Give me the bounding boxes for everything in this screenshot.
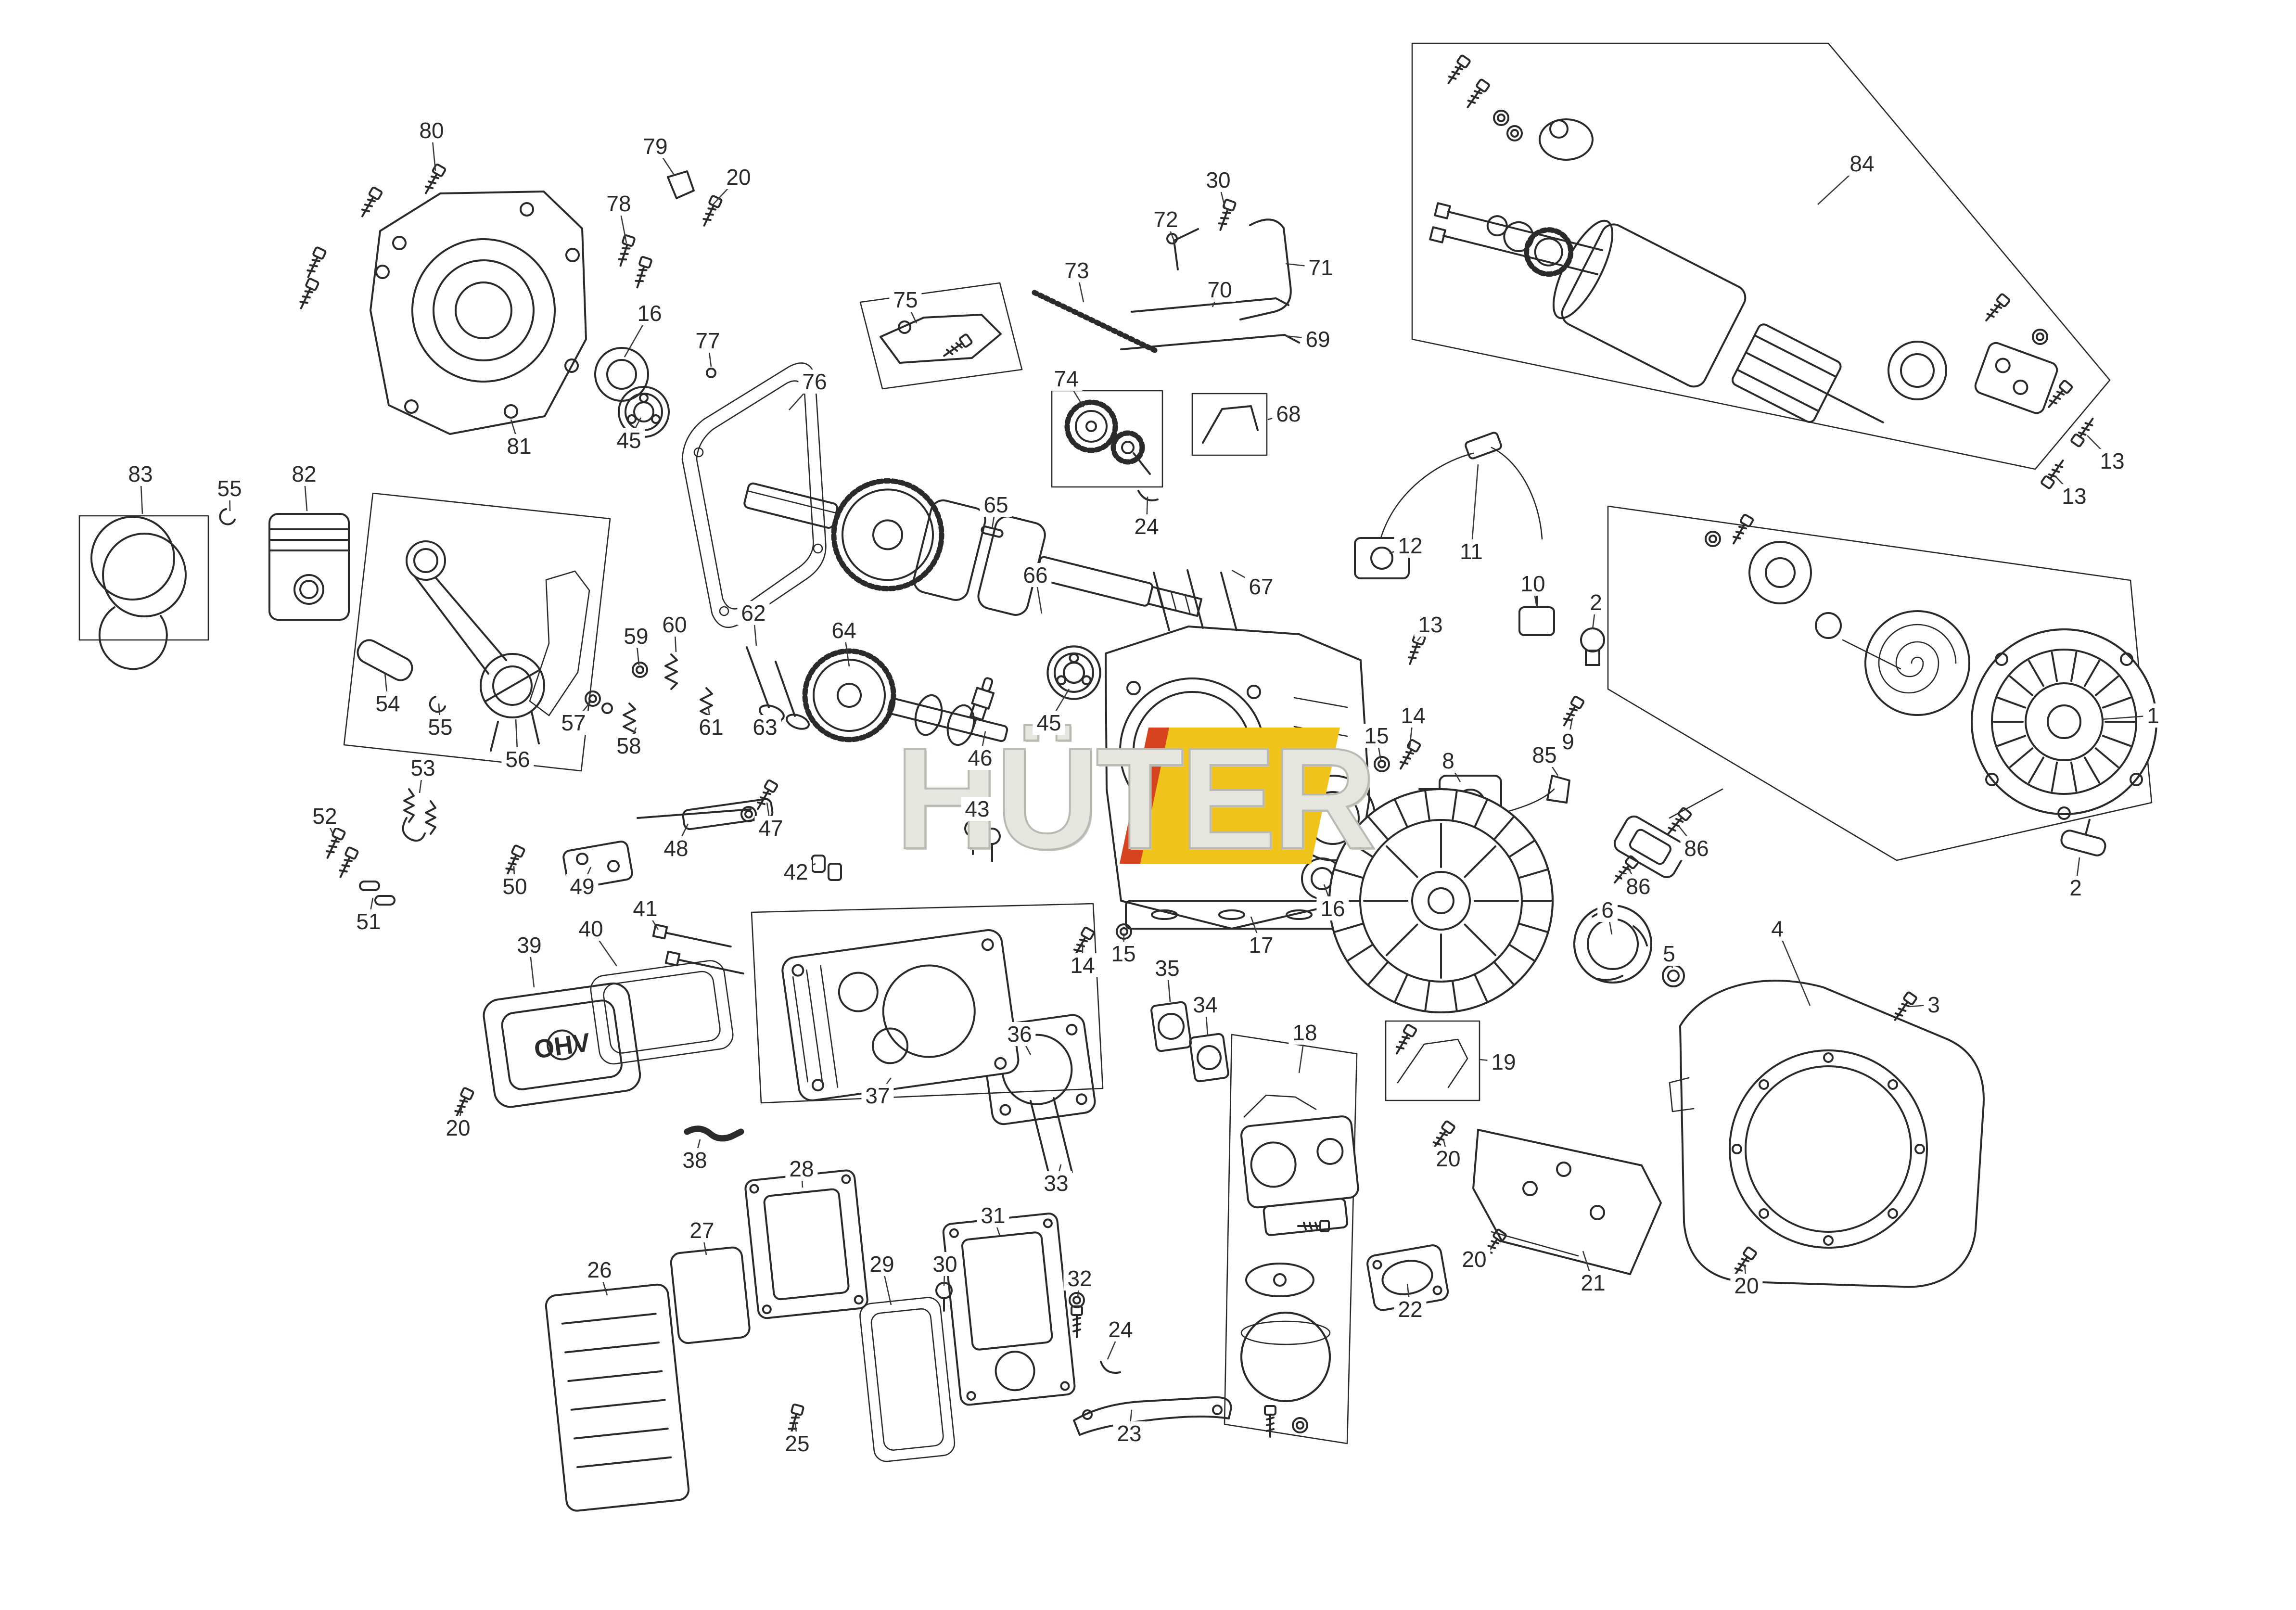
cylinder-head-group [652, 903, 1132, 1175]
recoil-starter-group [1607, 505, 2157, 861]
main-bearing [1047, 646, 1100, 699]
crankcase-cover-group [295, 163, 723, 438]
air-cleaner-group [545, 1169, 1085, 1512]
oil-sensor-group [1354, 432, 1605, 667]
watermark: HÜTER [894, 716, 1400, 881]
carburetor-group [1073, 1001, 1359, 1444]
piston-drawing [268, 513, 350, 621]
electric-starter-group [1411, 42, 2111, 490]
valve-cover-group [450, 960, 744, 1142]
watermark-text: HÜTER [894, 716, 1378, 880]
piston-rings-group [78, 508, 236, 670]
charge-coil-group [1609, 788, 1723, 887]
valve-train-parts [585, 646, 1001, 881]
spark-plug [969, 677, 995, 729]
piston-pin [357, 639, 446, 713]
starter-pulley-cup [1573, 905, 1685, 987]
muffler-shield-group [1366, 1020, 1758, 1311]
starter-handle [2060, 818, 2106, 856]
connecting-rod-group [343, 492, 611, 772]
crankshaft-key [981, 525, 1004, 538]
camshaft-assembly [802, 648, 1008, 746]
crankshaft-assembly [743, 478, 1203, 617]
blower-housing [1669, 980, 1985, 1288]
governor-linkage-group [859, 198, 1300, 501]
valve-lifter-parts [321, 779, 779, 906]
